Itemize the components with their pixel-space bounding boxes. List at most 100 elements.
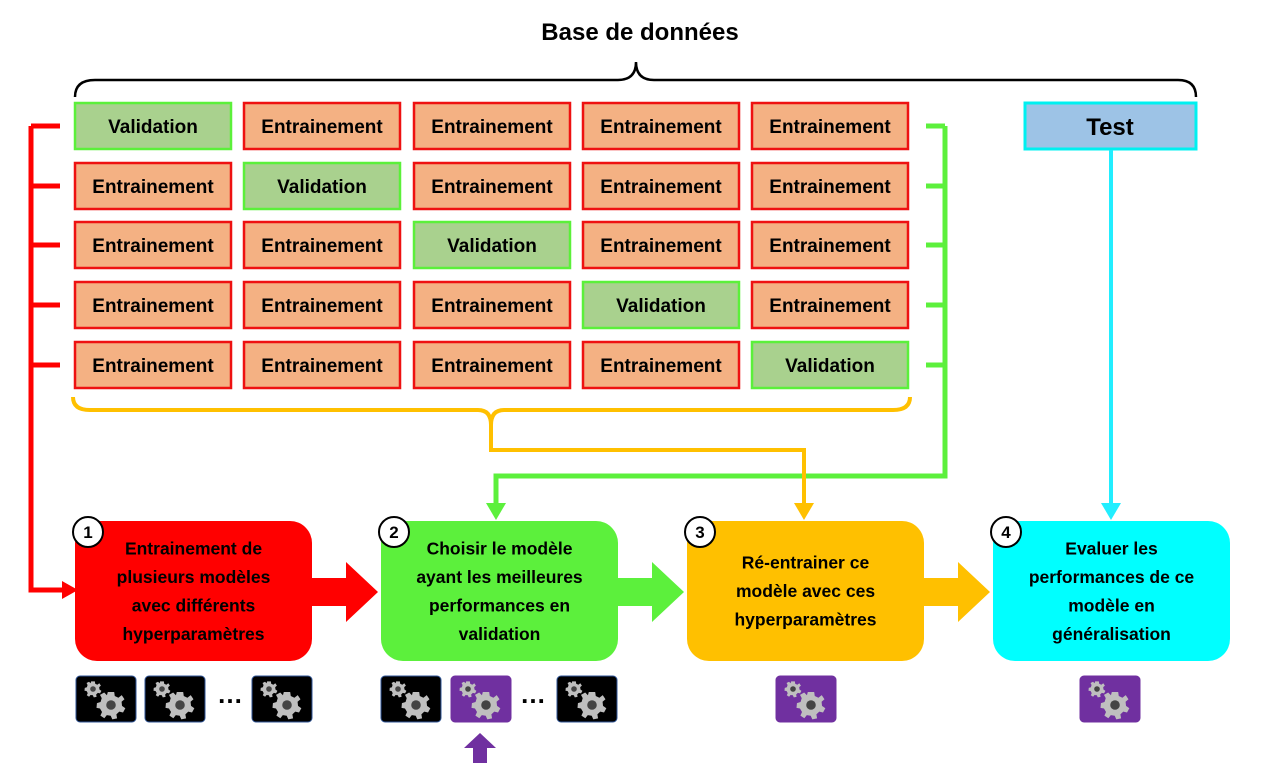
selected-model-icon bbox=[775, 675, 837, 723]
training-cell: Entrainement bbox=[750, 161, 910, 211]
validation-cell: Validation bbox=[581, 280, 741, 330]
red-arrowhead bbox=[62, 581, 78, 599]
model-icon bbox=[251, 675, 313, 723]
validation-cell: Validation bbox=[73, 101, 233, 151]
validation-cell: Validation bbox=[750, 340, 910, 390]
step-2-number: 2 bbox=[389, 523, 398, 542]
step-4-text-line: Evaluer les bbox=[1065, 538, 1158, 558]
cyan-arrowhead bbox=[1101, 503, 1121, 520]
training-cell: Entrainement bbox=[581, 220, 741, 270]
step-2-text-line: ayant les meilleures bbox=[416, 567, 583, 587]
red-training-connector bbox=[28, 123, 70, 593]
cell-label: Entrainement bbox=[769, 117, 891, 138]
training-cell: Entrainement bbox=[242, 280, 402, 330]
step-4-text-line: généralisation bbox=[1052, 624, 1171, 644]
cell-label: Entrainement bbox=[261, 356, 383, 377]
page-title: Base de données bbox=[541, 19, 738, 46]
step-3-box: Ré-entrainer ce modèle avec ces hyperparam… bbox=[684, 516, 924, 661]
model-icons bbox=[75, 675, 1141, 723]
training-cell: Entrainement bbox=[242, 220, 402, 270]
cell-label: Validation bbox=[785, 356, 875, 377]
step-2-text-line: Choisir le modèle bbox=[427, 538, 573, 558]
step-4-box: Evaluer les performances de ce modèle en gé… bbox=[990, 516, 1230, 661]
number-badge bbox=[990, 516, 1022, 548]
step-4-number: 4 bbox=[1001, 523, 1011, 542]
green-arrowhead bbox=[486, 503, 506, 520]
arrow-step3-to-step4 bbox=[923, 562, 990, 622]
step-3-number: 3 bbox=[695, 523, 704, 542]
step-2-text-line: performances en bbox=[429, 595, 570, 615]
step-4-text-line: modèle en bbox=[1068, 595, 1155, 615]
training-cell: Entrainement bbox=[412, 101, 572, 151]
training-cell: Entrainement bbox=[73, 220, 233, 270]
cell-label: Entrainement bbox=[600, 236, 722, 257]
step-3-text-line: Ré-entrainer ce bbox=[742, 553, 870, 573]
step-3-text-line: hyperparamètres bbox=[734, 610, 876, 630]
validation-cell: Validation bbox=[412, 220, 572, 270]
cell-label: Entrainement bbox=[261, 117, 383, 138]
step-1-text-line: Entrainement de bbox=[125, 538, 262, 558]
cell-label: Validation bbox=[277, 177, 367, 198]
cell-label: Entrainement bbox=[431, 296, 553, 317]
step-3-text-line: modèle avec ces bbox=[736, 581, 875, 601]
arrow-up-icon bbox=[464, 733, 496, 763]
number-badge bbox=[684, 516, 716, 548]
training-cell: Entrainement bbox=[412, 161, 572, 211]
cell-label: Entrainement bbox=[261, 296, 383, 317]
test-label: Test bbox=[1086, 114, 1134, 141]
validation-cell: Validation bbox=[242, 161, 402, 211]
model-icon bbox=[144, 675, 206, 723]
training-cell: Entrainement bbox=[750, 280, 910, 330]
step-2-box: Choisir le modèle ayant les meilleures per… bbox=[378, 516, 618, 661]
cell-label: Entrainement bbox=[261, 236, 383, 257]
cell-label: Entrainement bbox=[600, 177, 722, 198]
step-1-text-line: plusieurs modèles bbox=[117, 567, 271, 587]
cell-label: Entrainement bbox=[769, 296, 891, 317]
training-cell: Entrainement bbox=[750, 101, 910, 151]
cell-label: Entrainement bbox=[431, 356, 553, 377]
cell-label: Validation bbox=[447, 236, 537, 257]
step-boxes: Entrainement de plusieurs modèles avec dif… bbox=[72, 516, 1230, 661]
test-box bbox=[1023, 101, 1198, 151]
training-cell: Entrainement bbox=[750, 220, 910, 270]
cell-label: Entrainement bbox=[600, 356, 722, 377]
cell-label: Entrainement bbox=[92, 296, 214, 317]
model-icon bbox=[556, 675, 618, 723]
cell-label: Entrainement bbox=[769, 177, 891, 198]
step-2-text-line: validation bbox=[459, 624, 541, 644]
dataset-brace bbox=[73, 61, 1198, 98]
cell-label: Validation bbox=[108, 117, 198, 138]
cell-label: Entrainement bbox=[92, 236, 214, 257]
number-badge bbox=[378, 516, 410, 548]
step-1-number: 1 bbox=[83, 523, 92, 542]
training-cell: Entrainement bbox=[242, 340, 402, 390]
cell-label: Entrainement bbox=[92, 177, 214, 198]
model-icon bbox=[380, 675, 442, 723]
yellow-all-data-connector bbox=[71, 396, 912, 505]
step-1-text-line: hyperparamètres bbox=[122, 624, 264, 644]
training-cell: Entrainement bbox=[581, 340, 741, 390]
cell-label: Entrainement bbox=[600, 117, 722, 138]
step-1-box: Entrainement de plusieurs modèles avec dif… bbox=[72, 516, 312, 661]
selected-model-icon bbox=[450, 675, 512, 723]
cell-label: Entrainement bbox=[92, 356, 214, 377]
training-cell: Entrainement bbox=[581, 161, 741, 211]
cell-label: Validation bbox=[616, 296, 706, 317]
training-cell: Entrainement bbox=[412, 280, 572, 330]
arrow-step2-to-step3 bbox=[617, 562, 684, 622]
training-cell: Entrainement bbox=[412, 340, 572, 390]
training-cell: Entrainement bbox=[242, 101, 402, 151]
step-4-text-line: performances de ce bbox=[1029, 567, 1195, 587]
ellipsis-step2: … bbox=[520, 679, 546, 709]
training-cell: Entrainement bbox=[73, 340, 233, 390]
cell-label: Entrainement bbox=[431, 117, 553, 138]
training-cell: Entrainement bbox=[73, 280, 233, 330]
yellow-arrowhead bbox=[794, 503, 814, 520]
selected-model-icon bbox=[1079, 675, 1141, 723]
arrow-step1-to-step2 bbox=[311, 562, 378, 622]
step-1-text-line: avec différents bbox=[132, 595, 256, 615]
cell-label: Entrainement bbox=[431, 177, 553, 198]
cell-label: Entrainement bbox=[769, 236, 891, 257]
model-icon bbox=[75, 675, 137, 723]
